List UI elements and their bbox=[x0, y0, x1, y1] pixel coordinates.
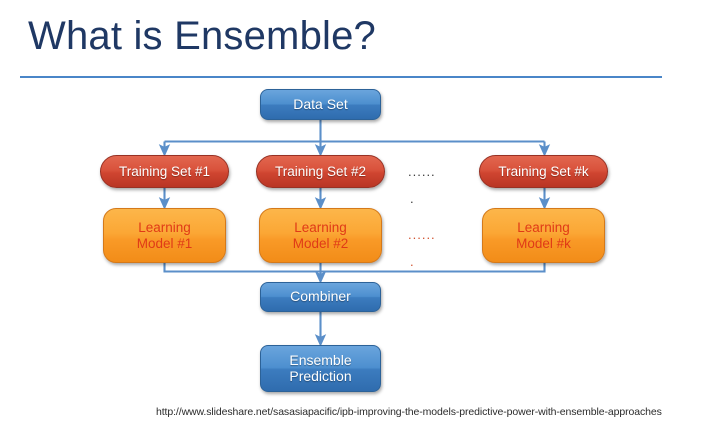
title-divider bbox=[20, 76, 662, 78]
node-training-set-k[interactable]: Training Set #k bbox=[479, 155, 608, 188]
node-training-set-1[interactable]: Training Set #1 bbox=[100, 155, 229, 188]
node-ensemble-prediction-label: Ensemble Prediction bbox=[261, 351, 380, 384]
node-ensemble-prediction-line1: Ensemble bbox=[289, 351, 352, 368]
node-data-set-label: Data Set bbox=[293, 95, 348, 112]
node-learning-model-2-line1: Learning bbox=[294, 220, 347, 236]
node-learning-model-k-label: Learning Model #k bbox=[483, 220, 604, 250]
node-learning-model-1-line2: Model #1 bbox=[136, 235, 193, 251]
ellipsis-model-dot-below: . bbox=[410, 254, 415, 269]
ellipsis-training-dot-below: . bbox=[410, 191, 415, 206]
node-learning-model-k-line1: Learning bbox=[517, 220, 570, 236]
node-training-set-1-label: Training Set #1 bbox=[118, 163, 211, 179]
node-learning-model-2[interactable]: Learning Model #2 bbox=[259, 208, 382, 263]
node-learning-model-1[interactable]: Learning Model #1 bbox=[103, 208, 226, 263]
node-learning-model-1-label: Learning Model #1 bbox=[104, 220, 225, 250]
node-ensemble-prediction-line2: Prediction bbox=[289, 367, 352, 384]
ellipsis-model-dots: ...... bbox=[408, 227, 436, 242]
node-training-set-k-label: Training Set #k bbox=[498, 163, 589, 179]
node-learning-model-1-line1: Learning bbox=[138, 220, 191, 236]
node-combiner-label: Combiner bbox=[290, 288, 351, 305]
ellipsis-training-dots: ...... bbox=[408, 164, 436, 179]
node-learning-model-2-line2: Model #2 bbox=[292, 235, 349, 251]
source-url-text: http://www.slideshare.net/sasasiapacific… bbox=[156, 406, 662, 418]
node-learning-model-2-label: Learning Model #2 bbox=[260, 220, 381, 250]
ellipsis-model-row: ...... . bbox=[408, 228, 436, 268]
node-learning-model-k-line2: Model #k bbox=[516, 235, 571, 251]
node-ensemble-prediction[interactable]: Ensemble Prediction bbox=[260, 345, 381, 392]
page-title: What is Ensemble? bbox=[28, 14, 376, 58]
node-training-set-2-label: Training Set #2 bbox=[274, 163, 367, 179]
node-data-set[interactable]: Data Set bbox=[260, 89, 381, 120]
connector-collection-bus bbox=[163, 263, 546, 273]
node-combiner[interactable]: Combiner bbox=[260, 282, 381, 312]
ellipsis-training-row: ...... . bbox=[408, 165, 436, 205]
node-learning-model-k[interactable]: Learning Model #k bbox=[482, 208, 605, 263]
node-training-set-2[interactable]: Training Set #2 bbox=[256, 155, 385, 188]
